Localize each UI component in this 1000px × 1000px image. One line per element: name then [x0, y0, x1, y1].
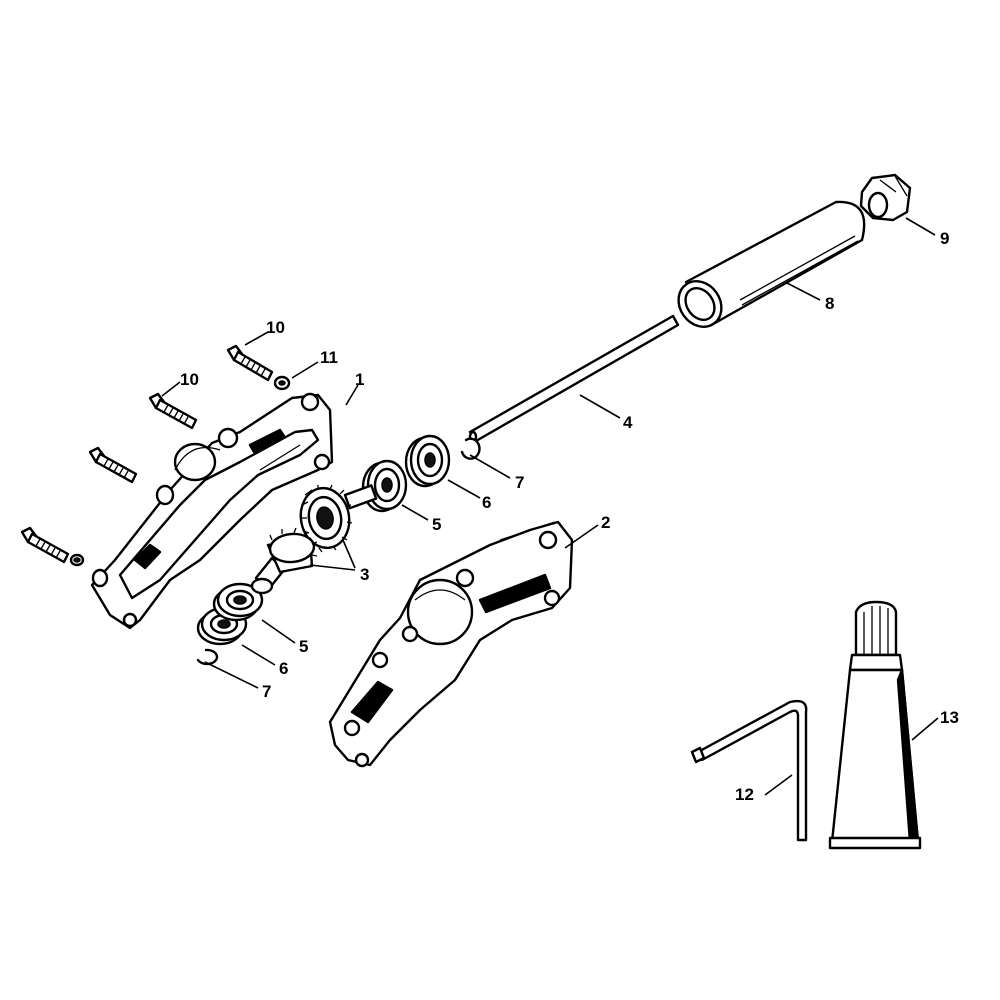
part-3-bevel-gear-upper	[299, 484, 378, 553]
part-11-washer	[273, 375, 291, 391]
part-12-hex-key	[690, 699, 808, 842]
part-10-screw-middle	[148, 392, 198, 430]
part-9-end-cap	[859, 173, 912, 222]
part-8-tube	[677, 200, 866, 328]
part-4-drive-shaft	[468, 314, 680, 444]
callout-8: 8	[825, 294, 834, 313]
callout-11: 11	[320, 348, 338, 367]
part-7-circlip-lower	[196, 648, 219, 666]
callout-2: 2	[601, 513, 610, 532]
callout-13: 13	[940, 708, 959, 727]
part-3-bevel-gear-lower	[250, 527, 318, 595]
callout-5-upper: 5	[432, 515, 441, 534]
washer-left-lower	[69, 553, 85, 567]
callout-7-upper: 7	[515, 473, 524, 492]
part-5-bearing-lower	[212, 582, 264, 622]
part-2-housing-half	[328, 520, 574, 768]
leader-lines	[161, 217, 939, 796]
part-1-housing-half	[90, 392, 334, 630]
callout-labels: 9 8 4 7 6 5 1 2 3 5 6 7 10 11 10 12 13	[180, 229, 959, 804]
callout-1: 1	[355, 370, 364, 389]
part-10-screw-top	[226, 344, 274, 382]
screw-left-lower	[20, 526, 70, 564]
part-7-circlip-upper	[460, 437, 481, 460]
callout-7-lower: 7	[262, 682, 271, 701]
callout-6-lower: 6	[279, 659, 288, 678]
callout-3: 3	[360, 565, 369, 584]
part-6-bearing-upper	[404, 434, 451, 488]
callout-6-upper: 6	[482, 493, 491, 512]
callout-4: 4	[623, 413, 633, 432]
callout-10-middle: 10	[180, 370, 199, 389]
callout-5-lower: 5	[299, 637, 308, 656]
part-13-grease-tube	[828, 600, 922, 850]
screw-left-upper	[88, 446, 138, 484]
callout-9: 9	[940, 229, 949, 248]
callout-10-top: 10	[266, 318, 285, 337]
callout-12: 12	[735, 785, 754, 804]
